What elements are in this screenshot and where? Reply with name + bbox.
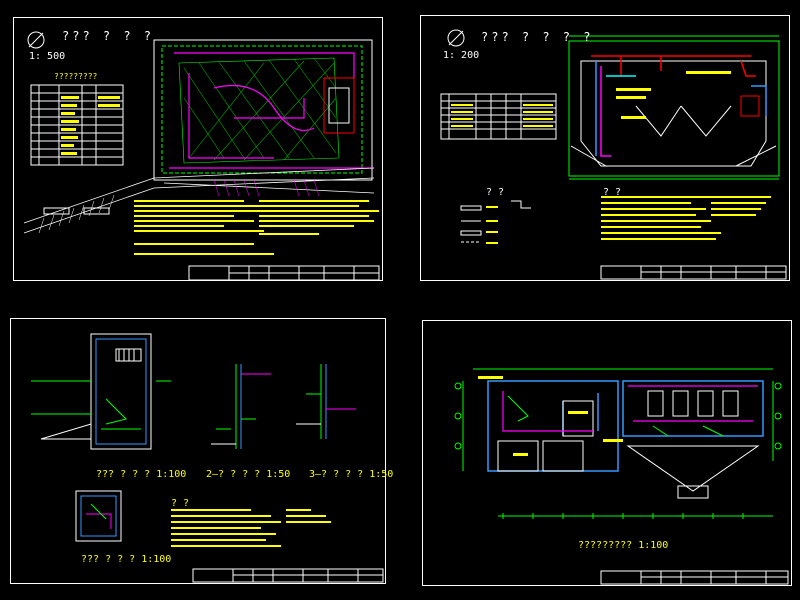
pipe-plan-drawing (440, 29, 787, 280)
north-arrow-icon (447, 29, 465, 47)
title-block (192, 568, 384, 583)
site-plan-title: ??? ? ? ? (62, 29, 155, 43)
pipe-plan-title: ??? ? ? ? ? (481, 30, 594, 44)
pipe-network (591, 55, 767, 157)
site-plan-table-title: ????????? (54, 72, 98, 81)
title-block (600, 265, 787, 280)
building-walls (487, 380, 764, 472)
sheet-sections[interactable]: ??? ? ? ? 1:100 2—? ? ? ? 1:50 3—? ? ? ?… (10, 318, 393, 584)
sheet-building-plan[interactable]: ????????? 1:100 (422, 320, 792, 586)
pipe-network (169, 52, 374, 169)
sheet-site-plan[interactable]: ??? ? ? ? 1: 500 ????????? (13, 17, 383, 281)
pipe-plan-scale: 1: 200 (443, 50, 480, 61)
landscape-hatch (178, 57, 340, 164)
building-plan-drawing (454, 368, 789, 585)
sections-notes-title: ? ? (171, 498, 190, 509)
site-plan-scale: 1: 500 (29, 51, 66, 62)
equipment-table (30, 84, 124, 166)
sections-drawing (31, 333, 384, 583)
main-section-caption: ??? ? ? ? 1:100 (96, 469, 187, 480)
section-2-caption: 2—? ? ? ? 1:50 (206, 469, 291, 480)
section-3-caption: 3—? ? ? ? 1:50 (309, 469, 394, 480)
title-block (600, 570, 789, 585)
pipe-plan-legend-title: ? ? (486, 187, 505, 198)
site-plan-drawing (23, 31, 380, 281)
sheet-pipe-plan[interactable]: ??? ? ? ? ? 1: 200 ? ? ? ? (420, 15, 790, 281)
section-2 (211, 364, 271, 449)
north-arrow-icon (27, 31, 45, 49)
section-3 (296, 364, 356, 439)
title-block (188, 265, 380, 281)
pipe-plan-notes-title: ? ? (603, 187, 622, 198)
small-section-caption: ??? ? ? ? 1:100 (81, 554, 172, 565)
small-section (75, 490, 122, 542)
building-plan-caption: ????????? 1:100 (578, 540, 669, 551)
main-section (31, 333, 171, 450)
